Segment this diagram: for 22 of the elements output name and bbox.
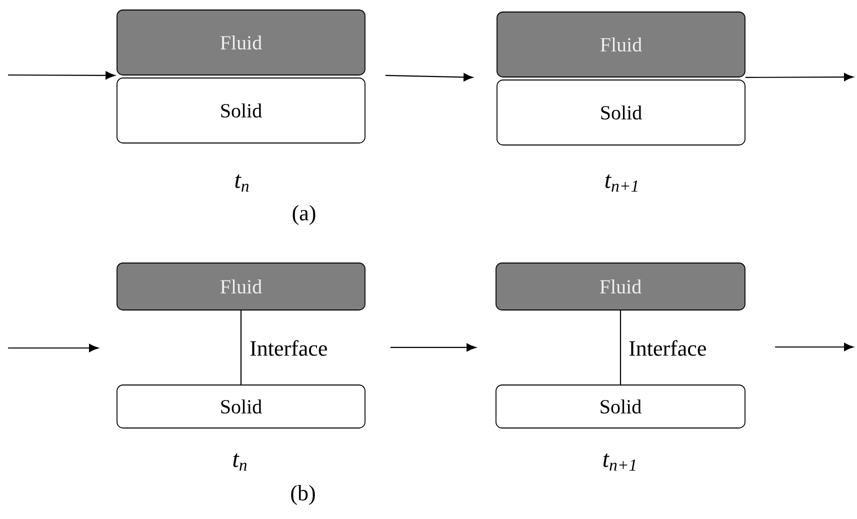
interface-line — [620, 310, 622, 385]
interface-line — [240, 310, 242, 385]
time-label: t$_{n}$ — [233, 453, 247, 471]
fluid-box: Fluid — [496, 12, 746, 78]
edge-label: Interface — [248, 339, 329, 357]
fluid-box: Fluid — [496, 262, 746, 310]
fluid-box: Fluid — [116, 262, 366, 310]
solid-box: Solid — [116, 78, 366, 144]
arrow — [745, 73, 854, 82]
edge-label: Interface — [628, 339, 708, 357]
arrow — [385, 73, 474, 82]
subfigure-label: (a) — [292, 205, 316, 225]
time-label: t$_{n}$ — [235, 174, 249, 192]
solid-box: Solid — [496, 80, 746, 146]
solid-box: Solid — [116, 384, 366, 428]
subfigure-label: (b) — [291, 485, 315, 505]
arrow — [8, 71, 116, 80]
fluid-box: Fluid — [116, 10, 366, 76]
time-label: t$_{n+1}$ — [603, 453, 636, 471]
arrow — [390, 343, 476, 352]
time-label: t$_{n+1}$ — [605, 174, 638, 192]
solid-box: Solid — [496, 384, 746, 428]
